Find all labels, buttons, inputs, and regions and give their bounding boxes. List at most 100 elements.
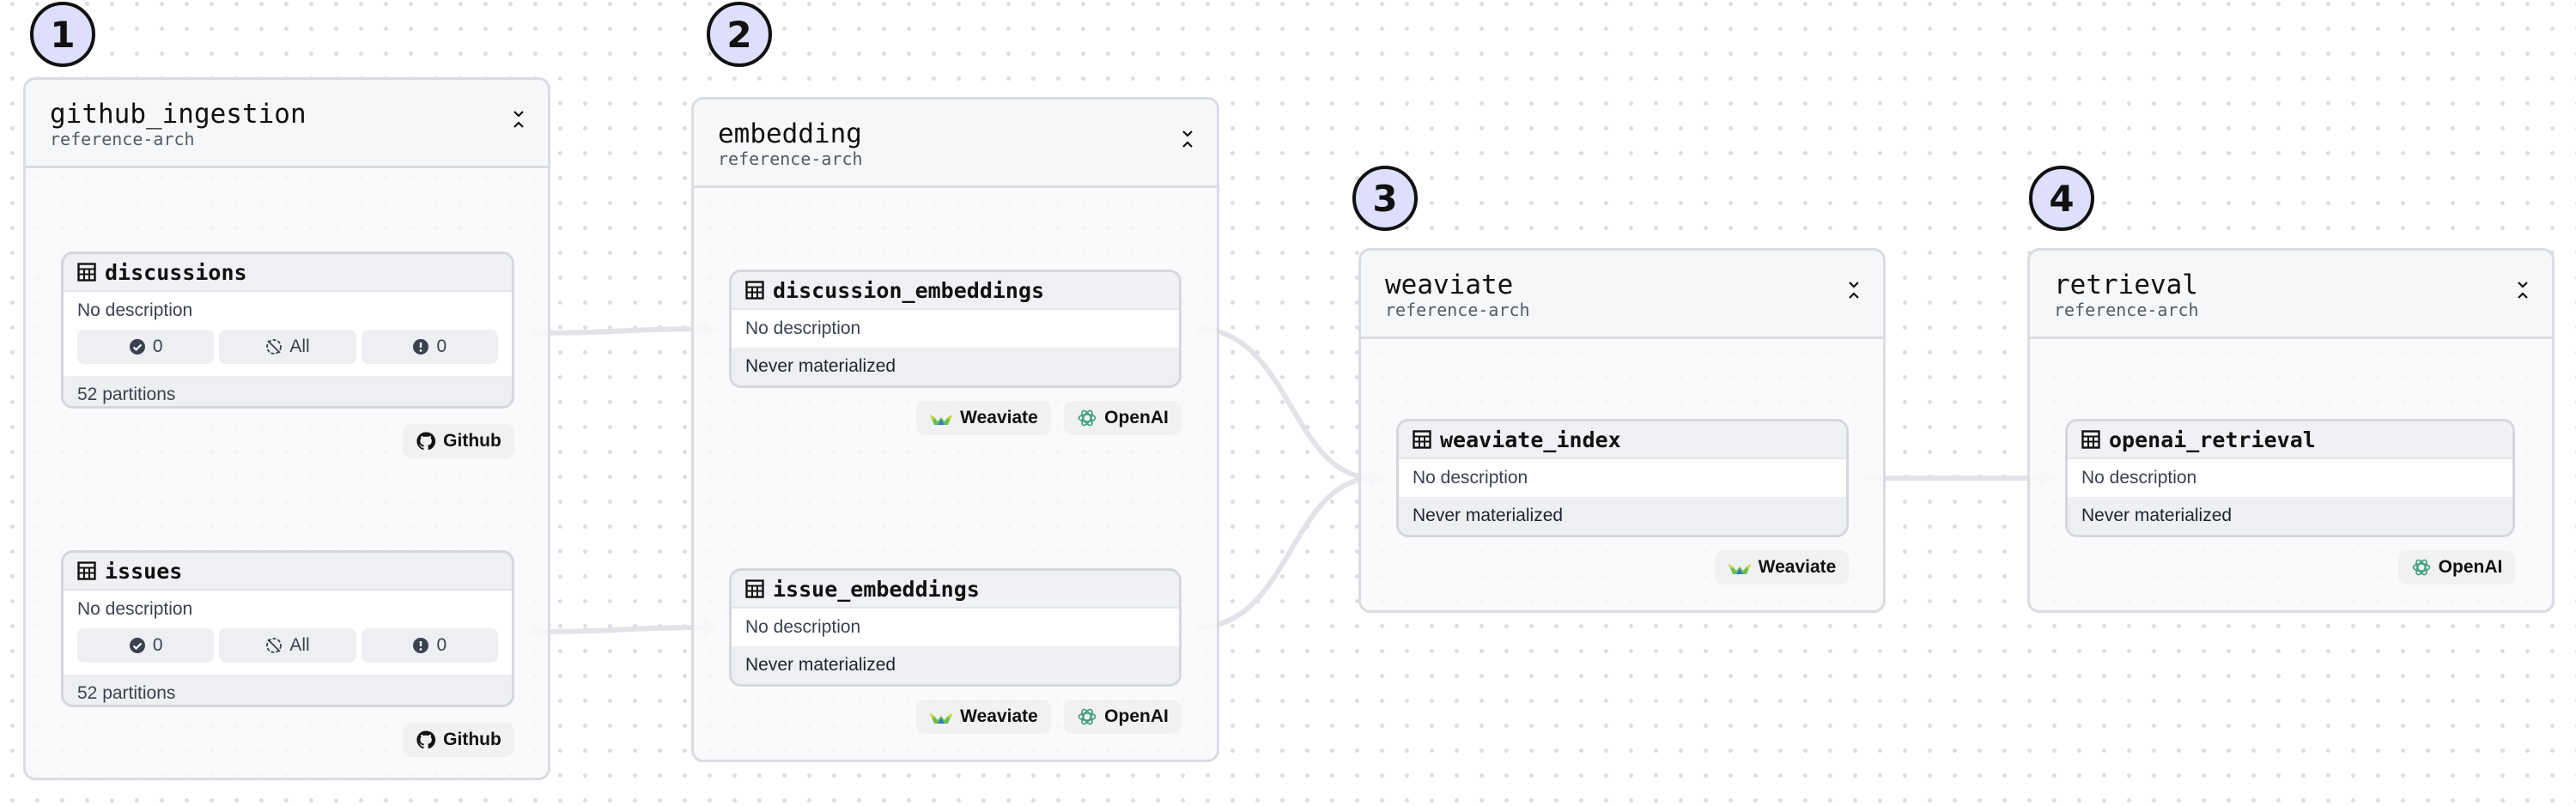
error-circle-icon (412, 637, 429, 654)
asset-name[interactable]: openai_retrieval (2109, 427, 2316, 452)
kind-tag-label: OpenAI (1104, 706, 1169, 726)
table-icon (745, 579, 764, 598)
weaviate-icon (929, 708, 953, 725)
check-circle-icon (129, 637, 146, 654)
partition-stats: 0 All 0 (64, 330, 512, 376)
asset-status-footer: 52 partitions (64, 376, 512, 406)
group-subtitle: reference-arch (50, 129, 195, 149)
group-subtitle: reference-arch (1385, 300, 1530, 320)
asset-name[interactable]: discussion_embeddings (773, 277, 1045, 303)
github-icon (416, 431, 436, 451)
chevron-collapse-icon[interactable] (1847, 280, 1861, 300)
check-circle-icon (129, 338, 146, 355)
asset-description: No description (77, 300, 193, 320)
group-subtitle: reference-arch (2054, 300, 2199, 320)
edge-issue_embeddings-to-weaviate_index (1196, 476, 1375, 630)
github-icon (416, 730, 436, 750)
partition-stat-error-circle[interactable]: 0 (361, 628, 498, 663)
asset-node-discussions[interactable]: discussions No description 0 All 0 52 partiti… (61, 251, 514, 409)
partition-stats: 0 All 0 (64, 628, 512, 675)
asset-name[interactable]: discussions (105, 259, 247, 285)
partition-stat-check-circle[interactable]: 0 (77, 628, 215, 663)
weaviate-icon (929, 409, 953, 427)
table-icon (745, 281, 764, 300)
missing-icon (265, 637, 283, 654)
partition-stat-missing[interactable]: All (219, 628, 356, 663)
asset-node-header: issues (64, 553, 512, 591)
kind-tag-label: Weaviate (960, 706, 1038, 726)
step-number-badge: 1 (30, 2, 95, 67)
group-title: weaviate (1385, 270, 1514, 300)
group-subtitle: reference-arch (718, 148, 863, 169)
asset-status-footer: Never materialized (1399, 497, 1846, 535)
kind-tag-label: Github (443, 730, 501, 749)
missing-icon (265, 338, 283, 355)
asset-node-issues[interactable]: issues No description 0 All 0 52 partitions (61, 550, 514, 707)
chevron-collapse-icon[interactable] (512, 109, 526, 130)
edge-discussions-to-discussion_embeddings (529, 326, 708, 336)
asset-node-header: discussion_embeddings (732, 272, 1179, 310)
kind-tag-github: Github (403, 723, 514, 757)
kind-tag-label: OpenAI (1104, 408, 1169, 427)
group-title: embedding (718, 118, 862, 149)
kind-tag-openai: OpenAI (1064, 401, 1182, 435)
asset-description: No description (745, 617, 861, 637)
kind-tag-label: Github (443, 431, 501, 451)
kind-tag-weaviate: Weaviate (916, 401, 1051, 435)
kind-tag-openai: OpenAI (2398, 550, 2515, 585)
table-icon (77, 263, 96, 282)
step-number-badge: 3 (1352, 166, 1418, 231)
asset-description: No description (1413, 468, 1528, 488)
chevron-collapse-icon[interactable] (1181, 129, 1194, 149)
weaviate-icon (1728, 559, 1752, 576)
partition-stat-check-circle[interactable]: 0 (77, 330, 215, 364)
stat-value: 0 (436, 635, 447, 655)
group-title: retrieval (2054, 270, 2198, 300)
stat-value: 0 (152, 635, 163, 655)
group-title: github_ingestion (50, 99, 307, 130)
table-icon (1413, 430, 1431, 449)
chevron-collapse-icon[interactable] (2516, 280, 2530, 300)
asset-name[interactable]: weaviate_index (1440, 427, 1621, 452)
kind-tag-label: Weaviate (1758, 557, 1837, 577)
asset-status-footer: Never materialized (732, 646, 1179, 684)
asset-node-header: issue_embeddings (732, 571, 1179, 609)
asset-node-header: weaviate_index (1399, 421, 1846, 459)
edge-discussion_embeddings-to-weaviate_index (1196, 326, 1375, 481)
openai-icon (1077, 706, 1097, 727)
asset-description: No description (745, 318, 861, 338)
stat-value: 0 (152, 336, 163, 356)
asset-description: No description (77, 599, 193, 619)
kind-tag-github: Github (403, 424, 514, 458)
table-icon (2081, 430, 2100, 449)
asset-status-footer: Never materialized (2068, 497, 2512, 535)
step-number-badge: 4 (2029, 166, 2094, 231)
openai-icon (1077, 408, 1097, 428)
kind-tag-label: Weaviate (960, 408, 1038, 427)
asset-name[interactable]: issues (105, 558, 183, 584)
partition-stat-error-circle[interactable]: 0 (361, 330, 498, 364)
table-icon (77, 561, 96, 580)
asset-status-footer: Never materialized (732, 348, 1179, 385)
stat-value: 0 (436, 336, 447, 356)
asset-status-footer: 52 partitions (64, 675, 512, 705)
edge-issues-to-issue_embeddings (529, 625, 708, 634)
kind-tag-label: OpenAI (2438, 557, 2503, 577)
error-circle-icon (412, 338, 429, 355)
asset-node-header: discussions (64, 254, 512, 292)
kind-tag-weaviate: Weaviate (916, 700, 1051, 734)
asset-name[interactable]: issue_embeddings (773, 576, 980, 602)
partition-stat-missing[interactable]: All (219, 330, 356, 364)
asset-node-header: openai_retrieval (2068, 421, 2512, 459)
step-number-badge: 2 (707, 2, 772, 67)
openai-icon (2411, 557, 2432, 578)
stat-value: All (289, 635, 310, 655)
